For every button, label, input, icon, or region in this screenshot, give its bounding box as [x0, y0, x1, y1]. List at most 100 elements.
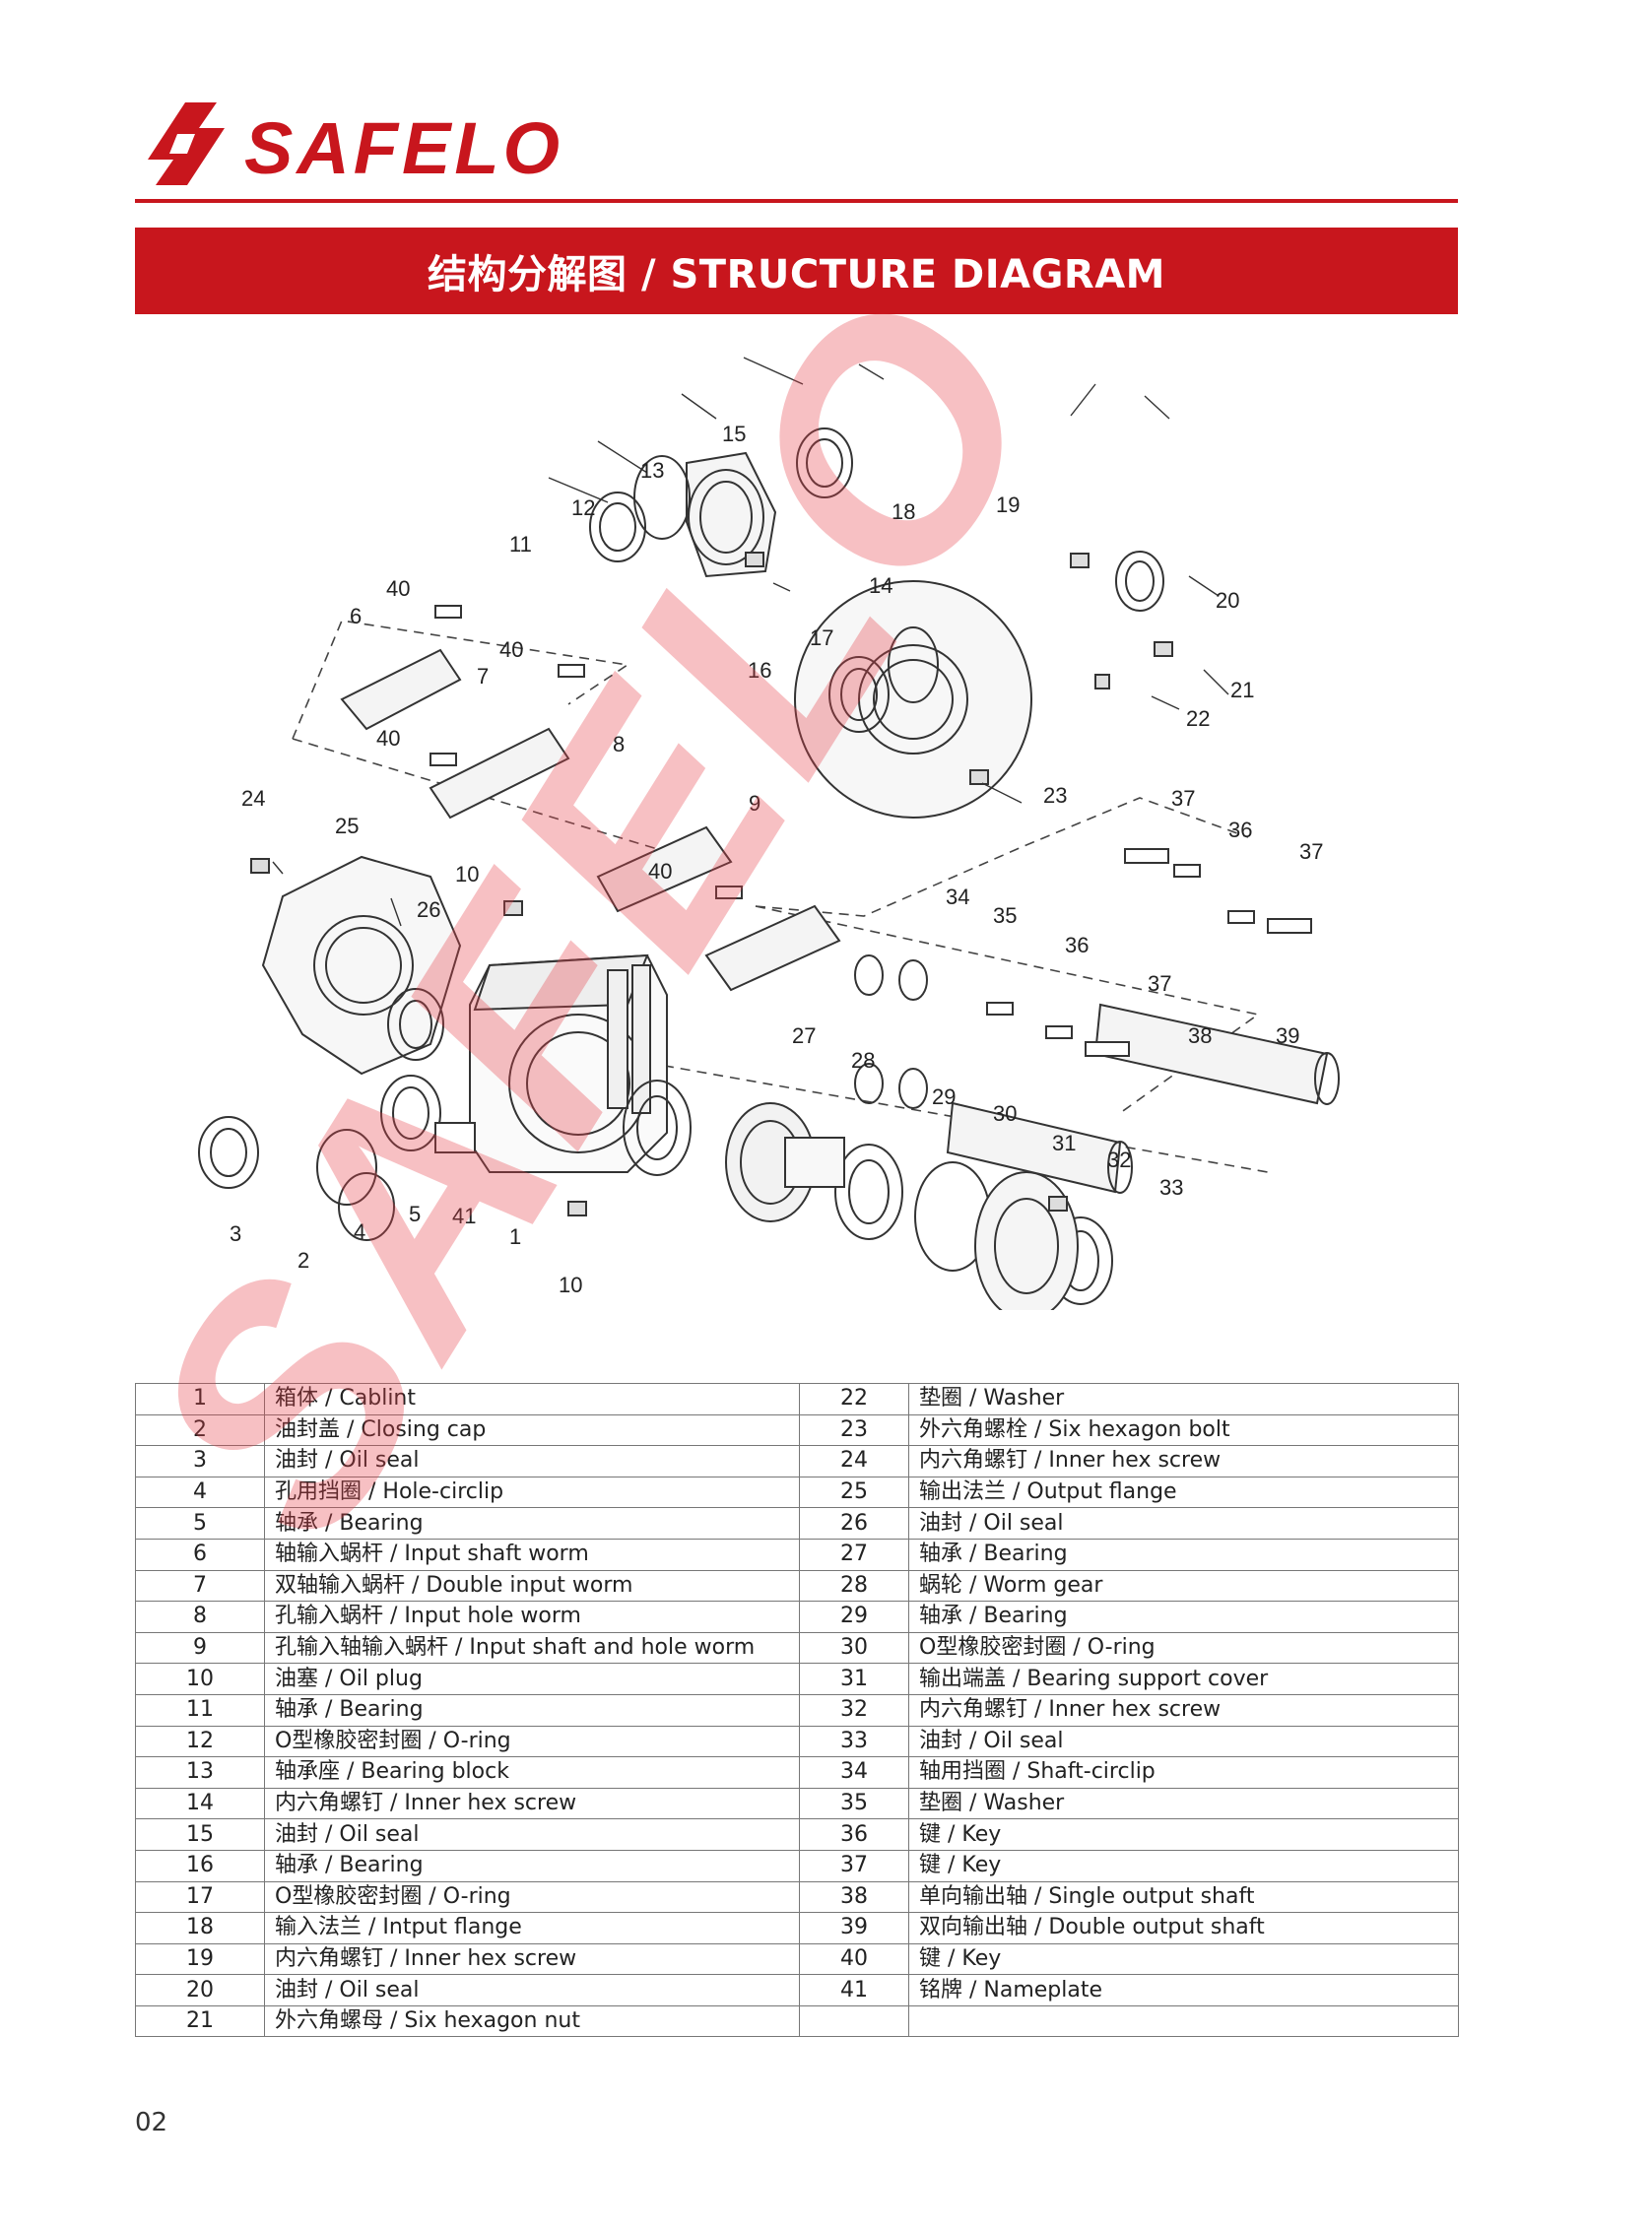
part-number: 23: [799, 1413, 909, 1447]
diagram-labels: 1 2 3 4 5 6 7 8 9 10 10 11 12 13 14 15 1…: [230, 422, 1323, 1297]
diagram-label: 19: [996, 492, 1020, 517]
diagram-label: 13: [640, 458, 664, 483]
part-number: 1: [135, 1383, 265, 1415]
diagram-label: 20: [1216, 588, 1239, 613]
part-number: 25: [799, 1476, 909, 1509]
output-flange: [261, 855, 462, 1076]
part-number: 6: [135, 1538, 265, 1571]
part-name: 孔输入轴输入蜗杆 / Input shaft and hole worm: [264, 1631, 800, 1665]
part-name: 油封 / Oil seal: [264, 1974, 800, 2006]
part-number: 2: [135, 1413, 265, 1447]
part-number: 40: [799, 1942, 909, 1976]
part-number: 41: [799, 1974, 909, 2006]
diagram-label: 40: [376, 726, 400, 751]
part-name: 孔输入蜗杆 / Input hole worm: [264, 1601, 800, 1633]
part-number: 27: [799, 1538, 909, 1571]
screws-and-plugs: [250, 552, 1173, 1216]
diagram-label: 32: [1107, 1148, 1131, 1172]
diagram-label: 11: [509, 532, 532, 557]
part-number: 20: [135, 1974, 265, 2006]
part-number: 3: [135, 1445, 265, 1477]
part-name: 垫圈 / Washer: [908, 1383, 1459, 1415]
diagram-label: 35: [993, 903, 1017, 928]
diagram-label: 7: [477, 664, 489, 689]
part-name: 双向输出轴 / Double output shaft: [908, 1912, 1459, 1944]
part-number: 36: [799, 1818, 909, 1851]
part-number: 5: [135, 1507, 265, 1540]
part-number: 18: [135, 1912, 265, 1944]
part-name: 外六角螺栓 / Six hexagon bolt: [908, 1413, 1459, 1447]
part-number: 13: [135, 1756, 265, 1789]
part-number: 10: [135, 1663, 265, 1695]
input-flange: [794, 580, 1032, 819]
leader-lines: [272, 357, 1229, 927]
part-name: O型橡胶密封圈 / O-ring: [908, 1631, 1459, 1665]
diagram-label: 23: [1043, 783, 1067, 808]
page-number: 02: [135, 2108, 168, 2137]
part-name: 油封盖 / Closing cap: [264, 1413, 800, 1447]
structure-diagram: 1 2 3 4 5 6 7 8 9 10 10 11 12 13 14 15 1…: [198, 357, 1340, 1310]
part-number: [799, 2004, 909, 2038]
part-number: 39: [799, 1912, 909, 1944]
part-name: 内六角螺钉 / Inner hex screw: [264, 1787, 800, 1820]
page-title: 结构分解图 / STRUCTURE DIAGRAM: [428, 252, 1165, 297]
part-name: [908, 2004, 1459, 2038]
diagram-label: 1: [509, 1224, 521, 1249]
part-name: 轴承 / Bearing: [264, 1507, 800, 1540]
part-name: 轴用挡圈 / Shaft-circlip: [908, 1756, 1459, 1789]
part-number: 9: [135, 1631, 265, 1665]
part-number: 24: [799, 1445, 909, 1477]
diagram-label: 37: [1148, 971, 1171, 996]
diagram-label: 18: [892, 499, 915, 524]
part-name: 轴承 / Bearing: [264, 1849, 800, 1882]
diagram-label: 30: [993, 1101, 1017, 1126]
part-name: 油封 / Oil seal: [908, 1725, 1459, 1758]
diagram-label: 27: [792, 1023, 816, 1048]
part-name: 轴承座 / Bearing block: [264, 1756, 800, 1789]
diagram-label: 3: [230, 1221, 241, 1246]
part-name: 内六角螺钉 / Inner hex screw: [908, 1445, 1459, 1477]
diagram-label: 10: [455, 862, 479, 886]
part-number: 17: [135, 1880, 265, 1914]
diagram-label: 15: [722, 422, 746, 446]
part-number: 8: [135, 1601, 265, 1633]
part-number: 37: [799, 1849, 909, 1882]
part-number: 30: [799, 1631, 909, 1665]
header-rule: [135, 199, 1458, 203]
part-name: 蜗轮 / Worm gear: [908, 1569, 1459, 1603]
part-name: 铭牌 / Nameplate: [908, 1974, 1459, 2006]
part-name: 输出法兰 / Output flange: [908, 1476, 1459, 1509]
part-name: 内六角螺钉 / Inner hex screw: [264, 1942, 800, 1976]
diagram-label: 25: [335, 814, 359, 838]
part-name: O型橡胶密封圈 / O-ring: [264, 1880, 800, 1914]
diagram-label: 8: [613, 732, 625, 756]
part-name: 键 / Key: [908, 1942, 1459, 1976]
output-shafts: [946, 1003, 1340, 1194]
part-number: 35: [799, 1787, 909, 1820]
part-number: 11: [135, 1693, 265, 1727]
part-name: 孔用挡圈 / Hole-circlip: [264, 1476, 800, 1509]
diagram-label: 24: [241, 786, 265, 811]
part-number: 19: [135, 1942, 265, 1976]
diagram-label: 39: [1276, 1023, 1299, 1048]
part-name: 油封 / Oil seal: [264, 1445, 800, 1477]
worm-gear: [725, 1102, 845, 1222]
diagram-label: 34: [946, 885, 969, 909]
part-name: 轴输入蜗杆 / Input shaft worm: [264, 1538, 800, 1571]
diagram-label: 17: [810, 625, 833, 650]
